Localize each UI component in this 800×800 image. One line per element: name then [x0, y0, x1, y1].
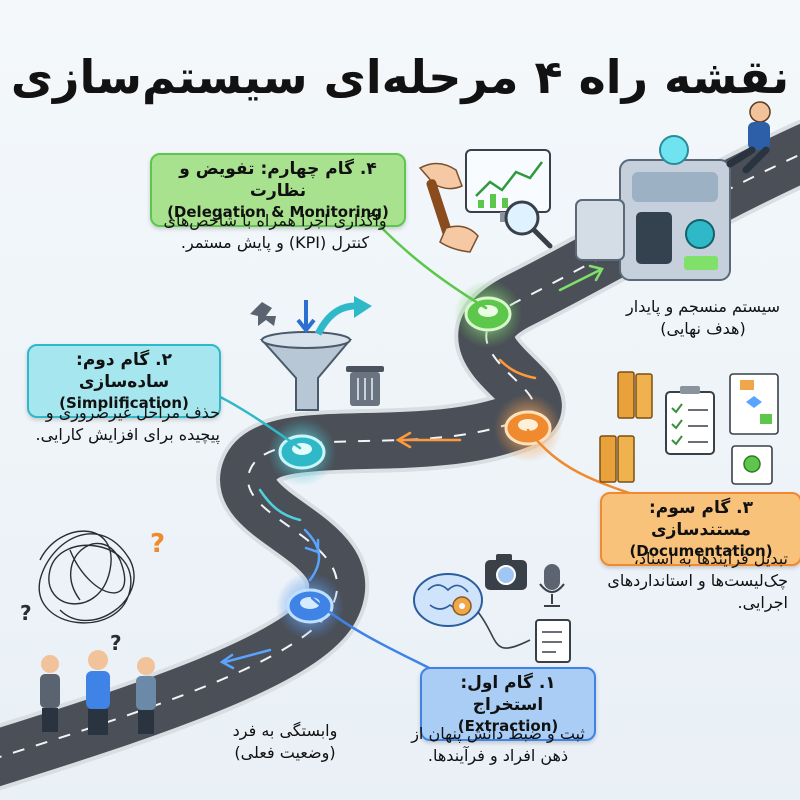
- goal-line: (هدف نهایی): [608, 318, 798, 340]
- goal-line: سیستم منسجم و پایدار: [608, 296, 798, 318]
- step4-line: کنترل (KPI) و پایش مستمر.: [150, 232, 400, 254]
- certificate-icon: [732, 446, 772, 484]
- step1-title: ۱. گام اول: استخراج: [428, 672, 588, 716]
- step2-title: ۲. گام دوم: ساده‌سازی: [35, 349, 213, 393]
- svg-text:?: ?: [20, 601, 32, 625]
- step4-description: واگذاری اجرا همراه با شاخص‌های کنترل (KP…: [150, 210, 400, 254]
- step3-description: تبدیل فرآیندها به اسناد، چک‌لیست‌ها و اس…: [588, 548, 788, 614]
- binders-icon: [600, 372, 652, 482]
- step2-line: پیچیده برای افزایش کارایی.: [20, 424, 220, 446]
- start-description: وابستگی به فرد (وضعیت فعلی): [200, 720, 370, 764]
- camera-icon: [485, 554, 527, 590]
- arrow-icon: [318, 296, 372, 334]
- brain-gear-icon: [414, 574, 482, 626]
- milestone-step4-node: [454, 280, 522, 348]
- step3-line: اجرایی.: [588, 592, 788, 614]
- page-title: نقشه راه ۴ مرحله‌ای سیستم‌سازی: [0, 50, 800, 104]
- notes-icon: [536, 620, 570, 662]
- step2-line: حذف مراحل غیرضروری و: [20, 402, 220, 424]
- step3-line: تبدیل فرآیندها به اسناد،: [588, 548, 788, 570]
- tangled-chaos-icon: ? ? ?: [20, 529, 165, 655]
- checklist-icon: [666, 386, 714, 454]
- step1-line: ثبت و ضبط دانش پنهان از: [398, 723, 598, 745]
- goal-description: سیستم منسجم و پایدار (هدف نهایی): [608, 296, 798, 340]
- cable-line: [478, 612, 530, 648]
- step1-line: ذهن افراد و فرآیندها.: [398, 745, 598, 767]
- machine-system-icon: [576, 136, 730, 280]
- flowchart-icon: [730, 374, 778, 434]
- milestone-step3-node: [494, 394, 562, 462]
- milestone-step1-node: [276, 572, 344, 640]
- start-line: (وضعیت فعلی): [200, 742, 370, 764]
- svg-text:?: ?: [110, 631, 122, 655]
- start-line: وابستگی به فرد: [200, 720, 370, 742]
- step4-title: ۴. گام چهارم: تفویض و نظارت: [158, 158, 398, 202]
- step4-line: واگذاری اجرا همراه با شاخص‌های: [150, 210, 400, 232]
- milestone-step2-node: [268, 418, 336, 486]
- step2-description: حذف مراحل غیرضروری و پیچیده برای افزایش …: [20, 402, 220, 446]
- trash-icon: [346, 366, 384, 406]
- microphone-icon: [540, 564, 564, 606]
- confused-people-icon: [40, 650, 156, 735]
- svg-text:?: ?: [150, 529, 165, 559]
- step3-title: ۳. گام سوم: مستندسازی: [608, 497, 794, 541]
- step1-description: ثبت و ضبط دانش پنهان از ذهن افراد و فرآی…: [398, 723, 598, 767]
- step3-line: چک‌لیست‌ها و استانداردهای: [588, 570, 788, 592]
